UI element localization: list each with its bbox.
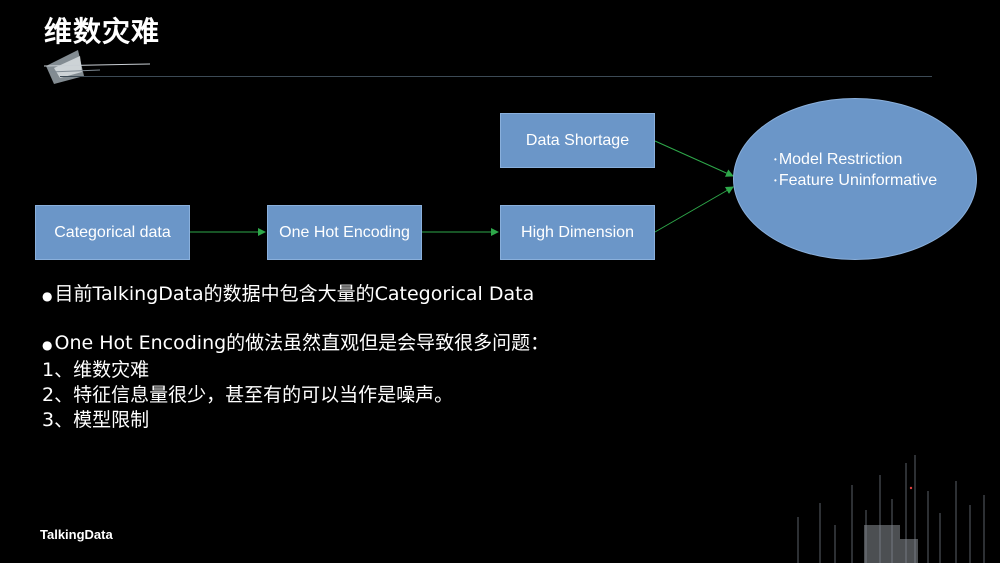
node-categorical-data: Categorical data xyxy=(35,205,190,260)
list-item: 2、特征信息量很少，甚至有的可以当作是噪声。 xyxy=(42,384,454,406)
list-item: 1、维数灾难 xyxy=(42,359,150,381)
bullet-dot-icon: ● xyxy=(42,289,53,303)
page-title: 维数灾难 xyxy=(44,15,161,48)
node-consequences-ellipse: • Model Restriction • Feature Uninformat… xyxy=(733,98,977,260)
bullet-item: ● 目前TalkingData的数据中包含大量的Categorical Data xyxy=(42,282,549,309)
diagram-connectors xyxy=(190,140,734,236)
title-ornament-icon xyxy=(43,50,151,84)
bullet-dot-icon: • xyxy=(774,176,777,185)
node-one-hot-encoding: One Hot Encoding xyxy=(267,205,422,260)
bullet-text-2: One Hot Encoding的做法虽然直观但是会导致很多问题： xyxy=(54,332,550,354)
ellipse-text-model-restriction: Model Restriction xyxy=(778,151,903,168)
ellipse-line-feature-uninformative: • Feature Uninformative xyxy=(774,170,976,191)
node-high-dimension: High Dimension xyxy=(500,205,655,260)
city-skyline-decoration xyxy=(797,455,985,563)
flow-diagram: Categorical data One Hot Encoding High D… xyxy=(35,98,977,260)
brand-logo: TalkingData xyxy=(40,527,113,542)
arrow-shortage-to-ellipse xyxy=(654,140,734,177)
title-divider xyxy=(60,76,932,77)
list-item: 3、模型限制 xyxy=(42,409,150,431)
node-data-shortage: Data Shortage xyxy=(500,113,655,168)
arrow-highdim-to-ellipse xyxy=(654,186,734,233)
bullet-item: ● One Hot Encoding的做法虽然直观但是会导致很多问题： xyxy=(42,331,549,358)
bullet-text-1: 目前TalkingData的数据中包含大量的Categorical Data xyxy=(54,283,535,305)
bullet-dot-icon: • xyxy=(774,155,777,164)
body-text: ● 目前TalkingData的数据中包含大量的Categorical Data… xyxy=(42,282,549,433)
ellipse-text-feature-uninformative: Feature Uninformative xyxy=(778,172,938,189)
bullet-dot-icon: ● xyxy=(42,338,53,352)
ellipse-line-model-restriction: • Model Restriction xyxy=(774,149,976,170)
